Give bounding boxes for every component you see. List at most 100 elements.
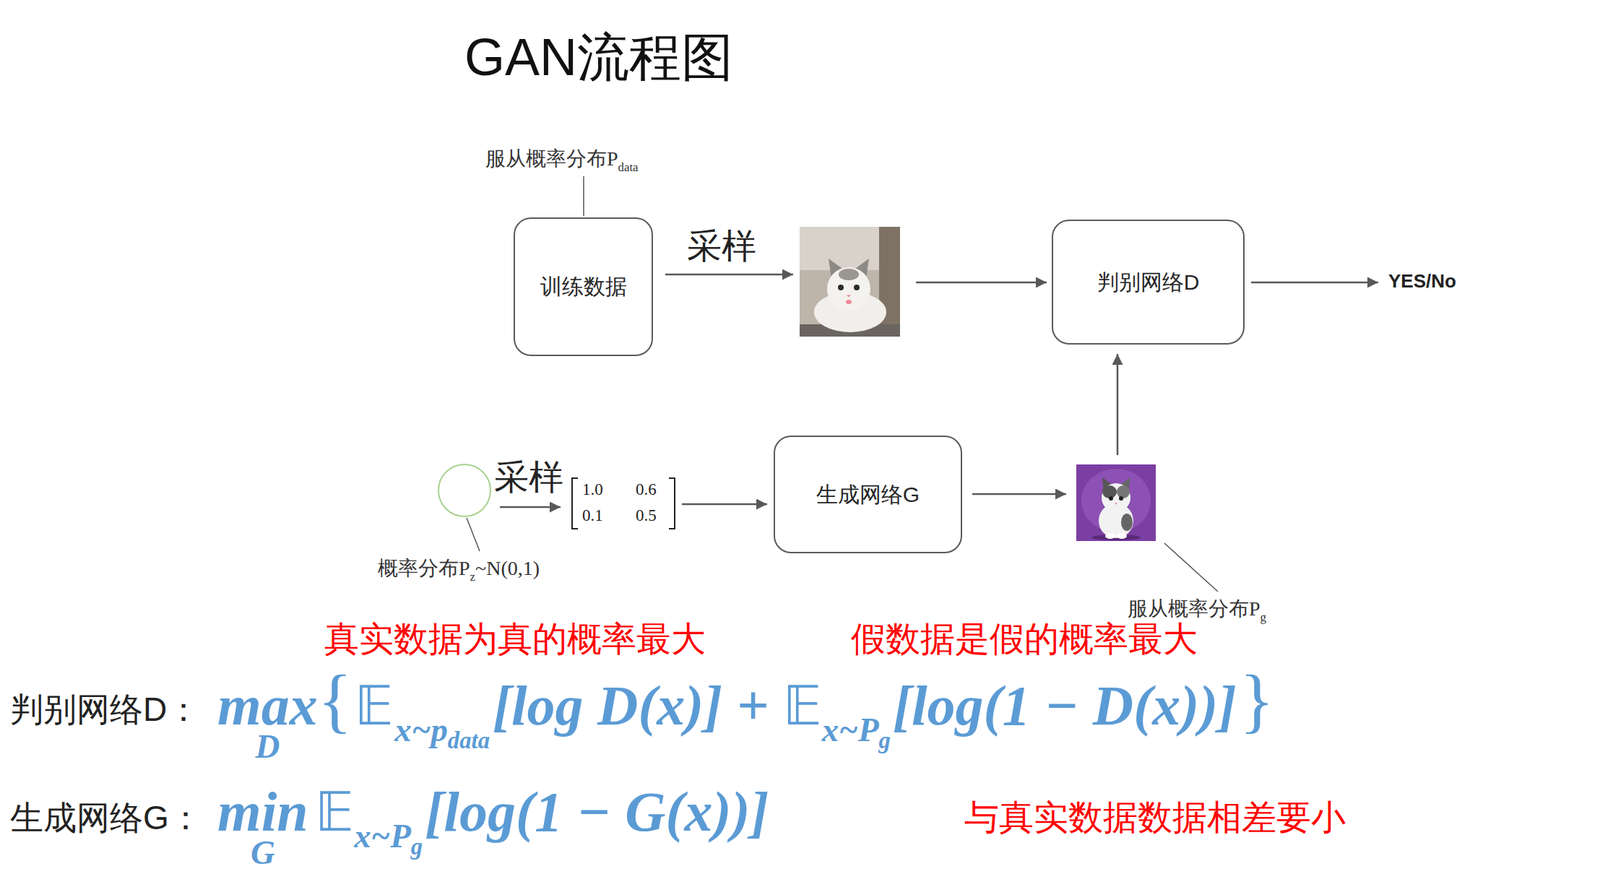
text-part: 0.6 — [635, 479, 657, 500]
formula-text: { — [317, 664, 353, 737]
generated-cat-image — [1076, 464, 1156, 542]
text-part: x~p — [393, 694, 448, 732]
formula-text: [log(1 − G(x))] — [424, 780, 769, 843]
annotation-group: 概率分布Pz~N(0,1) — [377, 556, 540, 581]
matrix-value-group: 0.6 — [635, 479, 657, 500]
text-part: 生成网络G： — [10, 798, 203, 838]
text-part: 真实数据为真的概率最大 — [324, 618, 706, 661]
text-part: [log D(x)] + — [489, 674, 769, 737]
output-label: YES/No — [1388, 270, 1457, 293]
text-part: 概率分布P — [377, 556, 471, 581]
formula-text: x~P — [822, 711, 880, 749]
row-label-group: 判别网络D： — [10, 689, 201, 730]
note-text-group: 假数据是假的概率最大 — [850, 618, 1198, 661]
flow-arrow — [665, 273, 794, 276]
annotation: data — [618, 160, 639, 175]
annotation: g — [1260, 610, 1267, 625]
formula-text: g — [878, 727, 890, 754]
formula-text: 𝔼 — [354, 676, 394, 737]
box-label: 生成网络G — [816, 481, 920, 508]
note-text-group: 真实数据为真的概率最大 — [324, 618, 706, 661]
box-label: 训练数据 — [540, 273, 627, 300]
text-part: 服从概率分布P — [1127, 596, 1261, 622]
text-part: 采样 — [494, 456, 564, 499]
matrix-value: 0.1 — [582, 505, 604, 526]
flow-arrow — [681, 503, 768, 506]
formula-text: g — [411, 833, 423, 860]
text-part: 𝔼 — [352, 676, 394, 737]
leader-line — [1164, 543, 1218, 592]
sample-label-group: 采样 — [686, 225, 757, 268]
text-part: minG — [217, 780, 309, 870]
text-part: data — [447, 703, 490, 730]
row-label: 生成网络G： — [10, 798, 203, 838]
text-part: 𝔼 — [308, 783, 354, 843]
note-text: 真实数据为真的概率最大 — [324, 618, 706, 661]
matrix-bracket — [572, 478, 675, 529]
box-label: 判别网络D — [1097, 269, 1200, 296]
formula-text: D — [254, 729, 280, 764]
note-text: 假数据是假的概率最大 — [850, 618, 1198, 661]
text-part: 与真实数据数据相差要小 — [964, 796, 1346, 839]
diagram-title: GAN流程图 — [464, 26, 734, 89]
flow-arrow — [499, 506, 561, 509]
text-part: 采样 — [686, 225, 757, 268]
matrix-value-group: 1.0 — [582, 479, 604, 500]
annotation: ~N(0,1) — [475, 556, 540, 581]
matrix-value-group: 0.5 — [635, 505, 657, 526]
row-label: 判别网络D： — [10, 689, 201, 730]
text-part: } — [1236, 664, 1275, 737]
text-part: ~N(0,1) — [475, 556, 540, 581]
process-box: 生成网络G — [773, 435, 963, 554]
text-part: 判别网络D： — [10, 689, 201, 730]
matrix-value-group: 0.1 — [582, 505, 604, 526]
formula-text: x~P — [353, 817, 412, 855]
matrix-value: 0.6 — [635, 479, 657, 500]
flow-arrow — [972, 493, 1067, 496]
formula-text: [log D(x)] + — [492, 674, 769, 737]
formula-text: max — [217, 674, 318, 737]
text-part: maxD — [217, 674, 318, 764]
text-part: x~P — [353, 801, 412, 838]
leader-line — [582, 176, 585, 216]
text-part: 假数据是假的概率最大 — [850, 618, 1198, 661]
matrix-value: 0.5 — [635, 505, 657, 526]
distribution-circle — [438, 464, 491, 517]
note-text-group: 与真实数据数据相差要小 — [964, 796, 1346, 839]
formula-text: } — [1239, 664, 1275, 737]
formula-text-group: minG𝔼x~Pg[log(1 − G(x))] — [217, 780, 769, 870]
formula-text: min — [217, 780, 309, 843]
text-part: YES/No — [1388, 270, 1457, 293]
leader-line — [466, 517, 480, 552]
flow-arrow — [1116, 353, 1119, 456]
process-box: 判别网络D — [1051, 219, 1245, 345]
annotation: 概率分布P — [377, 556, 471, 581]
sample-label: 采样 — [494, 456, 564, 499]
text-part: 1.0 — [582, 479, 604, 500]
row-label-group: 生成网络G： — [10, 798, 203, 838]
text-part: data — [618, 154, 639, 170]
formula-text: x~p — [394, 711, 448, 749]
note-text: 与真实数据数据相差要小 — [964, 796, 1346, 839]
text-part: 服从概率分布P — [485, 146, 619, 172]
text-part: [log(1 − G(x))] — [422, 780, 769, 843]
text-part: z — [470, 564, 476, 579]
formula-text: [log(1 − D(x))] — [892, 674, 1237, 737]
text-part: g — [411, 809, 423, 836]
annotation-group: 服从概率分布Pdata — [485, 146, 639, 172]
formula-text-group: maxD{𝔼x~pdata[log D(x)] +𝔼x~Pg[log(1 − D… — [217, 664, 1275, 764]
annotation: z — [470, 569, 476, 585]
text-part: 0.1 — [582, 505, 604, 526]
text-part: 𝔼 — [768, 676, 823, 737]
text-part: g — [878, 703, 890, 730]
formula-text: data — [447, 727, 490, 754]
formula-text: G — [250, 835, 276, 870]
process-box: 训练数据 — [513, 217, 654, 357]
matrix-value: 1.0 — [582, 479, 604, 500]
text-part: x~P — [822, 694, 880, 732]
annotation-group: 服从概率分布Pg — [1127, 596, 1267, 622]
annotation: 服从概率分布P — [485, 146, 619, 172]
output-label-group: YES/No — [1388, 270, 1457, 293]
text-part: 0.5 — [635, 505, 657, 526]
annotation: 服从概率分布P — [1127, 596, 1261, 622]
